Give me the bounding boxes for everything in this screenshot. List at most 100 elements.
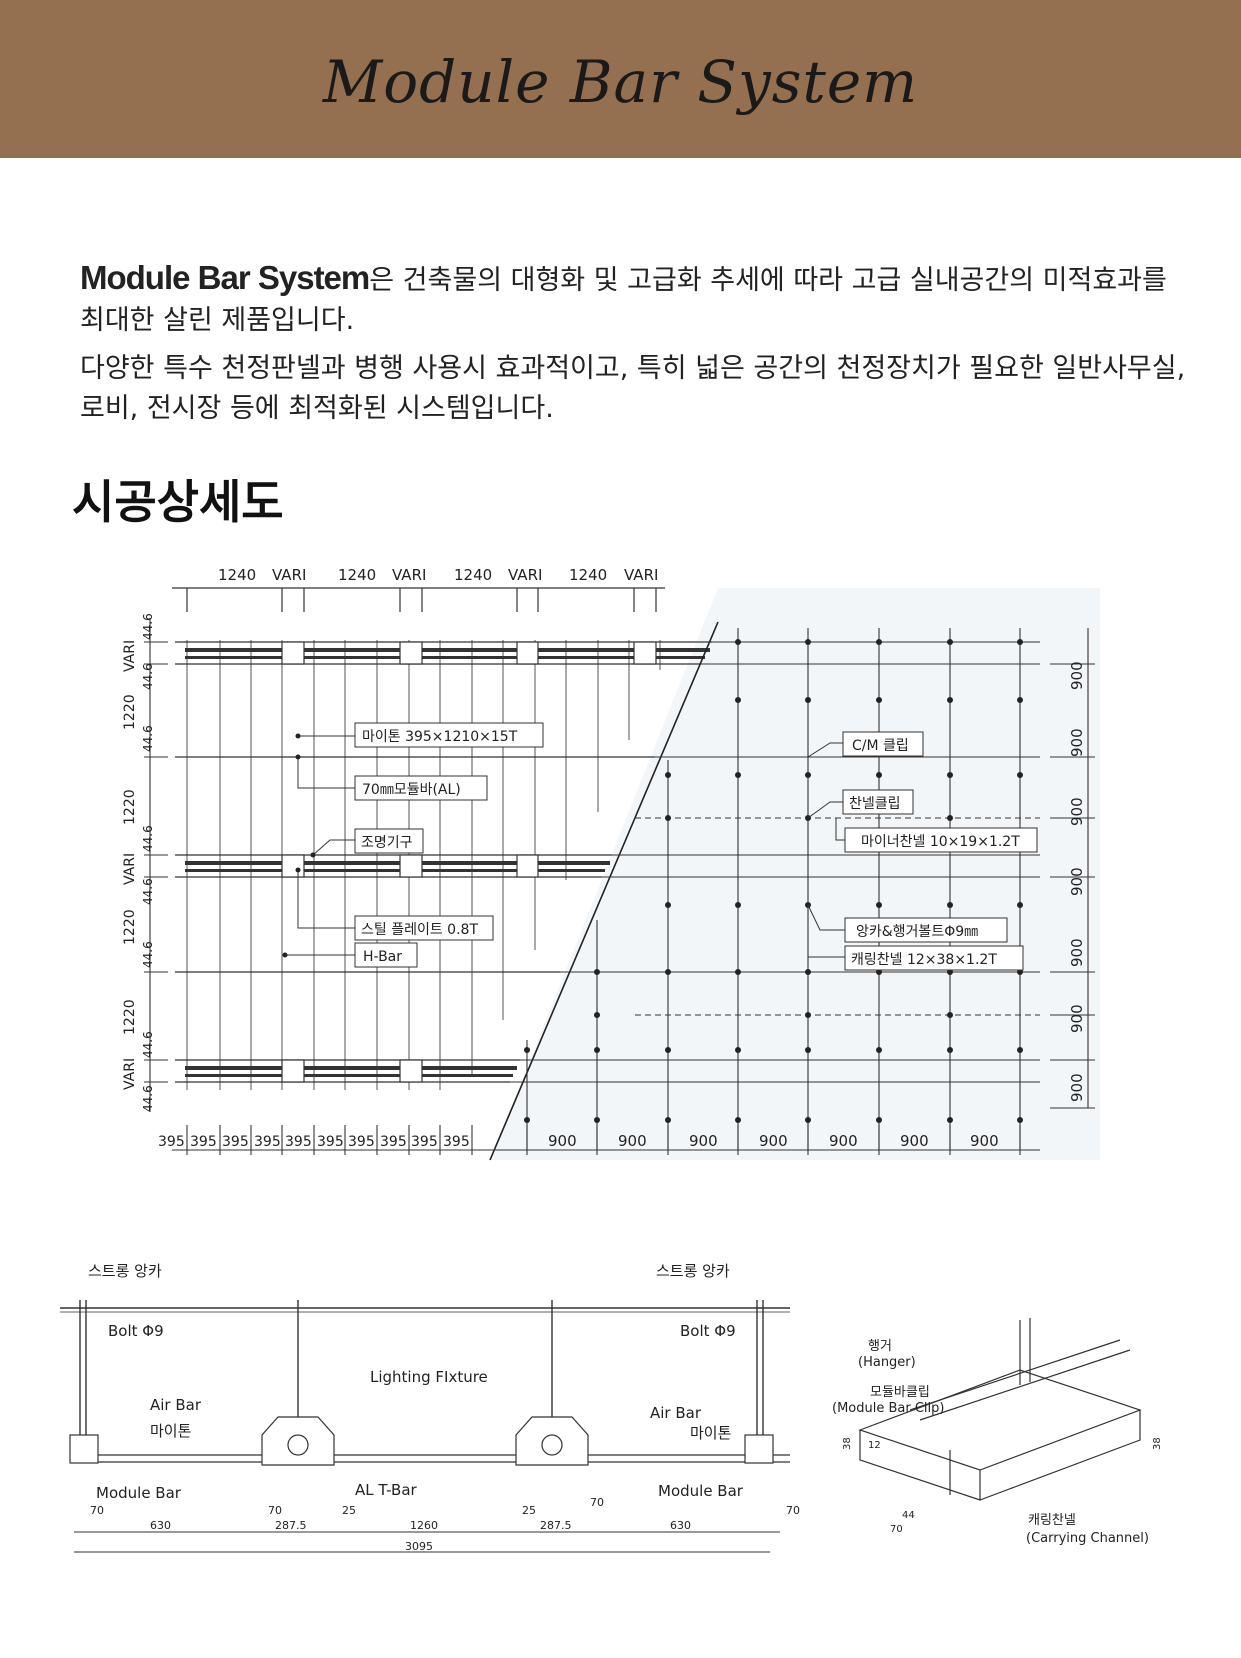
bottom-right-dim-4: 900 — [829, 1132, 858, 1150]
module-bar-blocks — [69, 1434, 774, 1464]
iso-lines — [858, 1318, 1142, 1501]
left-dim-8: 44.6 — [141, 878, 155, 905]
iso-dim-70: 70 — [890, 1524, 903, 1535]
left-dim-11: 1220 — [122, 999, 138, 1035]
label-carrying-ko: 캐링찬넬 — [1028, 1513, 1076, 1528]
bottom-right-dim-6: 900 — [970, 1132, 999, 1150]
left-dim-5: 1220 — [122, 789, 138, 825]
section-dims: 70 630 70 287.5 25 1260 25 287.5 70 630 … — [90, 1496, 800, 1553]
right-dim-4: 900 — [1068, 938, 1086, 967]
label-steel-plate: 스틸 플레이트 0.8T — [361, 922, 478, 938]
label-module-bar-right: Module Bar — [658, 1482, 744, 1500]
section-dim-8: 70 — [590, 1496, 604, 1509]
right-dim-6: 900 — [1068, 1073, 1086, 1102]
section-dim-5: 1260 — [410, 1519, 438, 1532]
right-dim-3: 900 — [1068, 867, 1086, 896]
bottom-right-dim-2: 900 — [689, 1132, 718, 1150]
section-drawing: 스트롱 앙카 스트롱 앙카 Bolt Φ9 Bolt Φ9 Lighting F… — [60, 1262, 800, 1553]
brand-name: Module Bar System — [80, 259, 370, 296]
header-banner: Module Bar System — [0, 0, 1241, 158]
h-bars — [175, 641, 712, 1083]
top-dim-0: 1240 — [218, 566, 256, 584]
section-dim-10: 70 — [786, 1504, 800, 1517]
section-dimension-line — [74, 1531, 780, 1553]
label-maiton-left: 마이톤 — [150, 1422, 191, 1440]
section-title: 시공상세도 — [72, 475, 284, 529]
left-callout-dots — [282, 733, 316, 958]
bottom-left-dim-0: 395 — [158, 1134, 185, 1150]
bottom-left-dim-3: 395 — [254, 1134, 281, 1150]
left-dim-12: 44.6 — [141, 1031, 155, 1058]
left-dim-9: 1220 — [122, 909, 138, 945]
label-bolt-left: Bolt Φ9 — [108, 1322, 164, 1340]
top-dim-2: 1240 — [338, 566, 376, 584]
left-callout-leaders — [285, 735, 355, 956]
right-callout-labels: C/M 클립 찬넬클립 마이너찬넬 10×19×1.2T 앙카&행거볼트Φ9㎜ … — [849, 738, 1020, 968]
bottom-left-dim-2: 395 — [222, 1134, 249, 1150]
top-dim-6: 1240 — [569, 566, 607, 584]
left-dim-4: 44.6 — [141, 725, 155, 752]
right-dimension-line — [1050, 628, 1095, 1109]
label-carrying-channel: 캐링찬넬 12×38×1.2T — [851, 952, 997, 968]
bottom-left-dim-9: 395 — [443, 1134, 470, 1150]
left-dim-13: VARI — [122, 1058, 138, 1090]
label-hanger-en: (Hanger) — [858, 1355, 916, 1370]
left-dim-3: 1220 — [122, 694, 138, 730]
section-dim-7: 287.5 — [540, 1519, 572, 1532]
left-dim-14: 44.6 — [141, 1085, 155, 1112]
section-dim-0: 70 — [90, 1504, 104, 1517]
top-dim-5: VARI — [508, 566, 542, 584]
bottom-left-dim-5: 395 — [317, 1134, 344, 1150]
label-lighting: 조명기구 — [361, 835, 413, 851]
page-title: Module Bar System — [322, 48, 919, 116]
bottom-left-dim-7: 395 — [380, 1134, 407, 1150]
label-air-bar-right: Air Bar — [650, 1404, 702, 1422]
section-labels: 스트롱 앙카 스트롱 앙카 Bolt Φ9 Bolt Φ9 Lighting F… — [88, 1262, 744, 1502]
left-dimension-labels: 44.6 VARI 44.6 1220 44.6 1220 44.6 VARI … — [122, 613, 155, 1112]
label-al-tbar: AL T-Bar — [355, 1481, 418, 1499]
label-anchor-bolt: 앙카&행거볼트Φ9㎜ — [856, 924, 978, 940]
intro-text: Module Bar System은 건축물의 대형화 및 고급화 추세에 따라… — [80, 258, 1190, 437]
label-lighting-fixture: Lighting FIxture — [370, 1368, 488, 1386]
left-dim-0: 44.6 — [141, 613, 155, 640]
label-bolt-right: Bolt Φ9 — [680, 1322, 736, 1340]
section-total: 3095 — [405, 1540, 433, 1553]
section-dim-6: 25 — [522, 1504, 536, 1517]
label-minor-channel: 마이너찬넬 10×19×1.2T — [861, 834, 1020, 850]
label-strong-anchor-right: 스트롱 앙카 — [656, 1262, 730, 1280]
grid-vertical — [526, 628, 1021, 1150]
label-hanger-ko: 행거 — [868, 1338, 892, 1354]
top-dim-1: VARI — [272, 566, 306, 584]
bottom-left-dim-8: 395 — [411, 1134, 438, 1150]
right-dim-1: 900 — [1068, 728, 1086, 757]
label-air-bar-left: Air Bar — [150, 1396, 202, 1414]
section-dim-3: 287.5 — [275, 1519, 307, 1532]
left-dim-6: 44.6 — [141, 825, 155, 852]
bottom-right-dim-3: 900 — [759, 1132, 788, 1150]
top-dimension-line — [172, 587, 665, 612]
left-dim-10: 44.6 — [141, 941, 155, 968]
bottom-right-dim-0: 900 — [548, 1132, 577, 1150]
hanger-bolts — [79, 1300, 764, 1440]
label-carrying-en: (Carrying Channel) — [1026, 1531, 1149, 1546]
right-dim-2: 900 — [1068, 797, 1086, 826]
left-dimension-line — [144, 618, 168, 1112]
split-line — [489, 621, 719, 1161]
left-callout-boxes — [354, 722, 544, 968]
section-dim-1: 630 — [150, 1519, 171, 1532]
grid-horizontal — [510, 641, 1040, 1083]
bottom-right-dim-1: 900 — [618, 1132, 647, 1150]
top-dim-3: VARI — [392, 566, 426, 584]
right-dim-5: 900 — [1068, 1004, 1086, 1033]
label-cm-clip: C/M 클립 — [852, 738, 909, 754]
iso-dim-38a: 38 — [842, 1437, 853, 1450]
label-strong-anchor-left: 스트롱 앙카 — [88, 1262, 162, 1280]
bottom-left-dim-6: 395 — [348, 1134, 375, 1150]
intro-paragraph-2: 다양한 특수 천정판넬과 병행 사용시 효과적이고, 특히 넓은 공간의 천정장… — [80, 353, 1186, 424]
grid-dashed — [635, 817, 1040, 1016]
iso-labels: 행거 (Hanger) 모듈바클립 (Module Bar Clip) 캐링찬넬… — [832, 1338, 1163, 1546]
label-clip-en: (Module Bar Clip) — [832, 1401, 944, 1416]
grid-background — [490, 588, 1100, 1160]
top-dim-7: VARI — [624, 566, 658, 584]
